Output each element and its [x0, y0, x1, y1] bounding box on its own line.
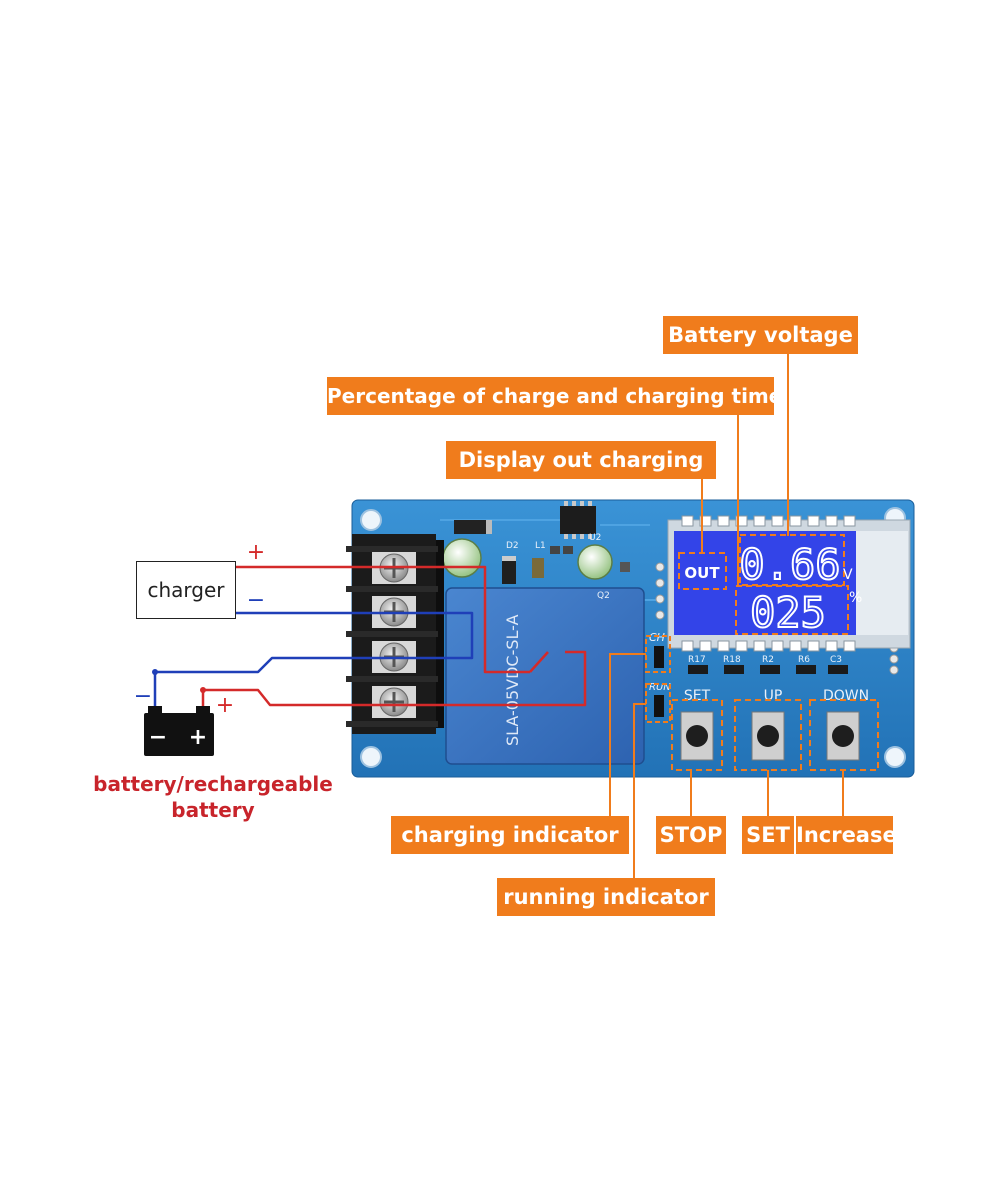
capacitor-left [442, 538, 482, 578]
lcd-out-label: OUT [684, 564, 720, 582]
lcd-voltage-value: 0.66 [739, 540, 840, 589]
mount-hole-bottom-right [884, 746, 906, 768]
relay-label: SLA-05VDC-SL-A [503, 614, 522, 746]
lcd-percent-unit: % [849, 590, 862, 606]
lcd-module [667, 515, 911, 652]
battery-caption: battery/rechargeable battery [85, 771, 341, 823]
battery-caption-line2: battery [171, 798, 255, 822]
battery-minus-label: − [134, 684, 152, 709]
diode-d2 [502, 556, 516, 584]
callout-set: SET [742, 816, 794, 854]
callout-charging-indicator: charging indicator [391, 816, 629, 854]
leader-lines [609, 354, 844, 878]
inductor-l1 [532, 558, 544, 578]
callout-running-indicator: running indicator [497, 878, 715, 916]
label-ch: CH [649, 631, 665, 644]
mount-hole-bottom-left [360, 746, 382, 768]
callout-stop: STOP [656, 816, 726, 854]
ic-chip [560, 506, 596, 534]
wiring [152, 565, 587, 708]
charger-box: charger [136, 561, 236, 619]
label-q2: Q2 [597, 591, 610, 601]
push-button-set[interactable] [671, 699, 723, 771]
label-d2: D2 [506, 541, 519, 551]
label-r6: R6 [798, 655, 810, 665]
label-c3: C3 [830, 655, 842, 665]
label-btn-down: DOWN [823, 688, 869, 704]
mount-hole-top-left [360, 509, 382, 531]
battery-plus-sign: + [189, 725, 207, 750]
ch-led-highlight-box [645, 635, 671, 673]
terminal-screw-4 [372, 686, 416, 718]
label-r18: R18 [723, 655, 741, 665]
battery-icon: − + [144, 706, 214, 756]
battery-minus-sign: − [149, 725, 167, 750]
callout-display-out: Display out charging [446, 441, 716, 479]
callout-increase: Increase [796, 816, 897, 854]
battery-caption-line1: battery/rechargeable [93, 772, 333, 796]
lcd-percent-value: 025 [750, 588, 826, 637]
label-l1: L1 [535, 541, 546, 551]
relay: SLA-05VDC-SL-A [445, 587, 645, 765]
push-button-up[interactable] [734, 699, 802, 771]
callout-battery-voltage: Battery voltage [663, 316, 858, 354]
charger-plus-sign: + [247, 540, 265, 565]
led-run [654, 695, 664, 717]
label-run: RUN [649, 682, 671, 693]
lcd-screen [674, 531, 856, 635]
label-r17: R17 [688, 655, 706, 665]
label-btn-set: SET [684, 688, 711, 704]
wire-charger-positive [236, 565, 530, 674]
lcd-voltage-unit: V [843, 567, 853, 583]
battery-plus-label: + [216, 693, 234, 718]
charger-minus-sign: − [247, 588, 265, 613]
callout-percentage-time: Percentage of charge and charging time [327, 377, 782, 415]
label-r2: R2 [762, 655, 774, 665]
label-btn-up: UP [764, 688, 783, 704]
diode-d3 [454, 520, 486, 534]
lcd-content: OUT 0.66 V 025 % [678, 534, 862, 638]
capacitor-right [577, 544, 613, 580]
label-u2: U2 [589, 533, 601, 543]
led-ch [654, 646, 664, 668]
percent-highlight-box [735, 585, 849, 635]
